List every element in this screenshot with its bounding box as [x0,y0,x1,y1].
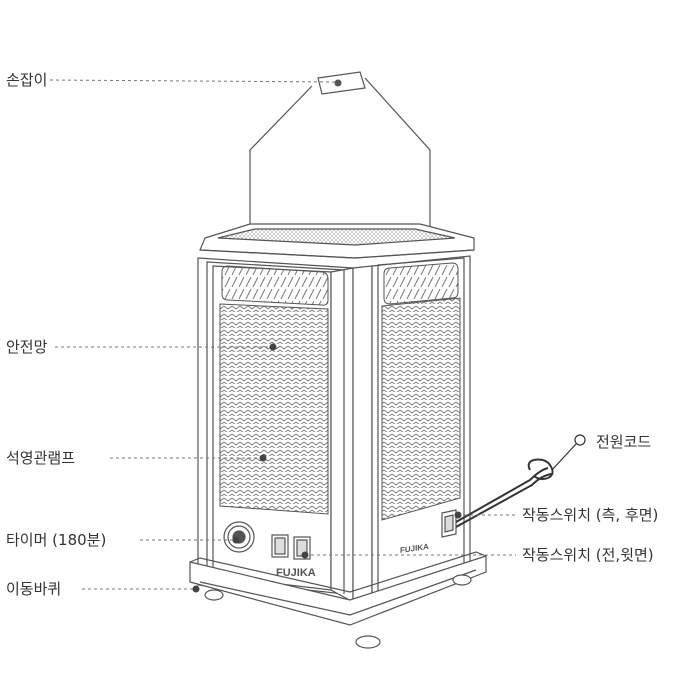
corner-posts [330,265,373,605]
timer-knob [223,521,255,553]
label-timer: 타이머 (180분) [6,531,107,549]
top-cap [199,223,475,259]
side-grille [381,297,461,521]
label-switch-side-rear: 작동스위치 (측, 후면) [522,506,659,524]
leader-lines [49,79,518,590]
label-handle: 손잡이 [6,71,48,89]
label-wheels: 이동바퀴 [6,580,62,598]
base [189,551,487,626]
front-grille [219,303,329,515]
wheels [204,574,472,649]
side-logo: FUJIKA [400,542,429,555]
power-cord [455,458,554,528]
front-vent [221,265,329,306]
carry-handle [249,71,431,245]
label-safety-grille: 안전망 [6,338,48,356]
label-power-cord: 전원코드 [596,433,652,451]
leader-dots [192,343,462,593]
side-vent [383,262,459,305]
side-switch [441,509,457,538]
front-logo: FUJIKA [276,567,316,579]
label-quartz-lamp: 석영관램프 [6,449,76,467]
label-switch-front-top: 작동스위치 (전,윗면) [522,546,654,564]
plug-icon [551,434,586,471]
